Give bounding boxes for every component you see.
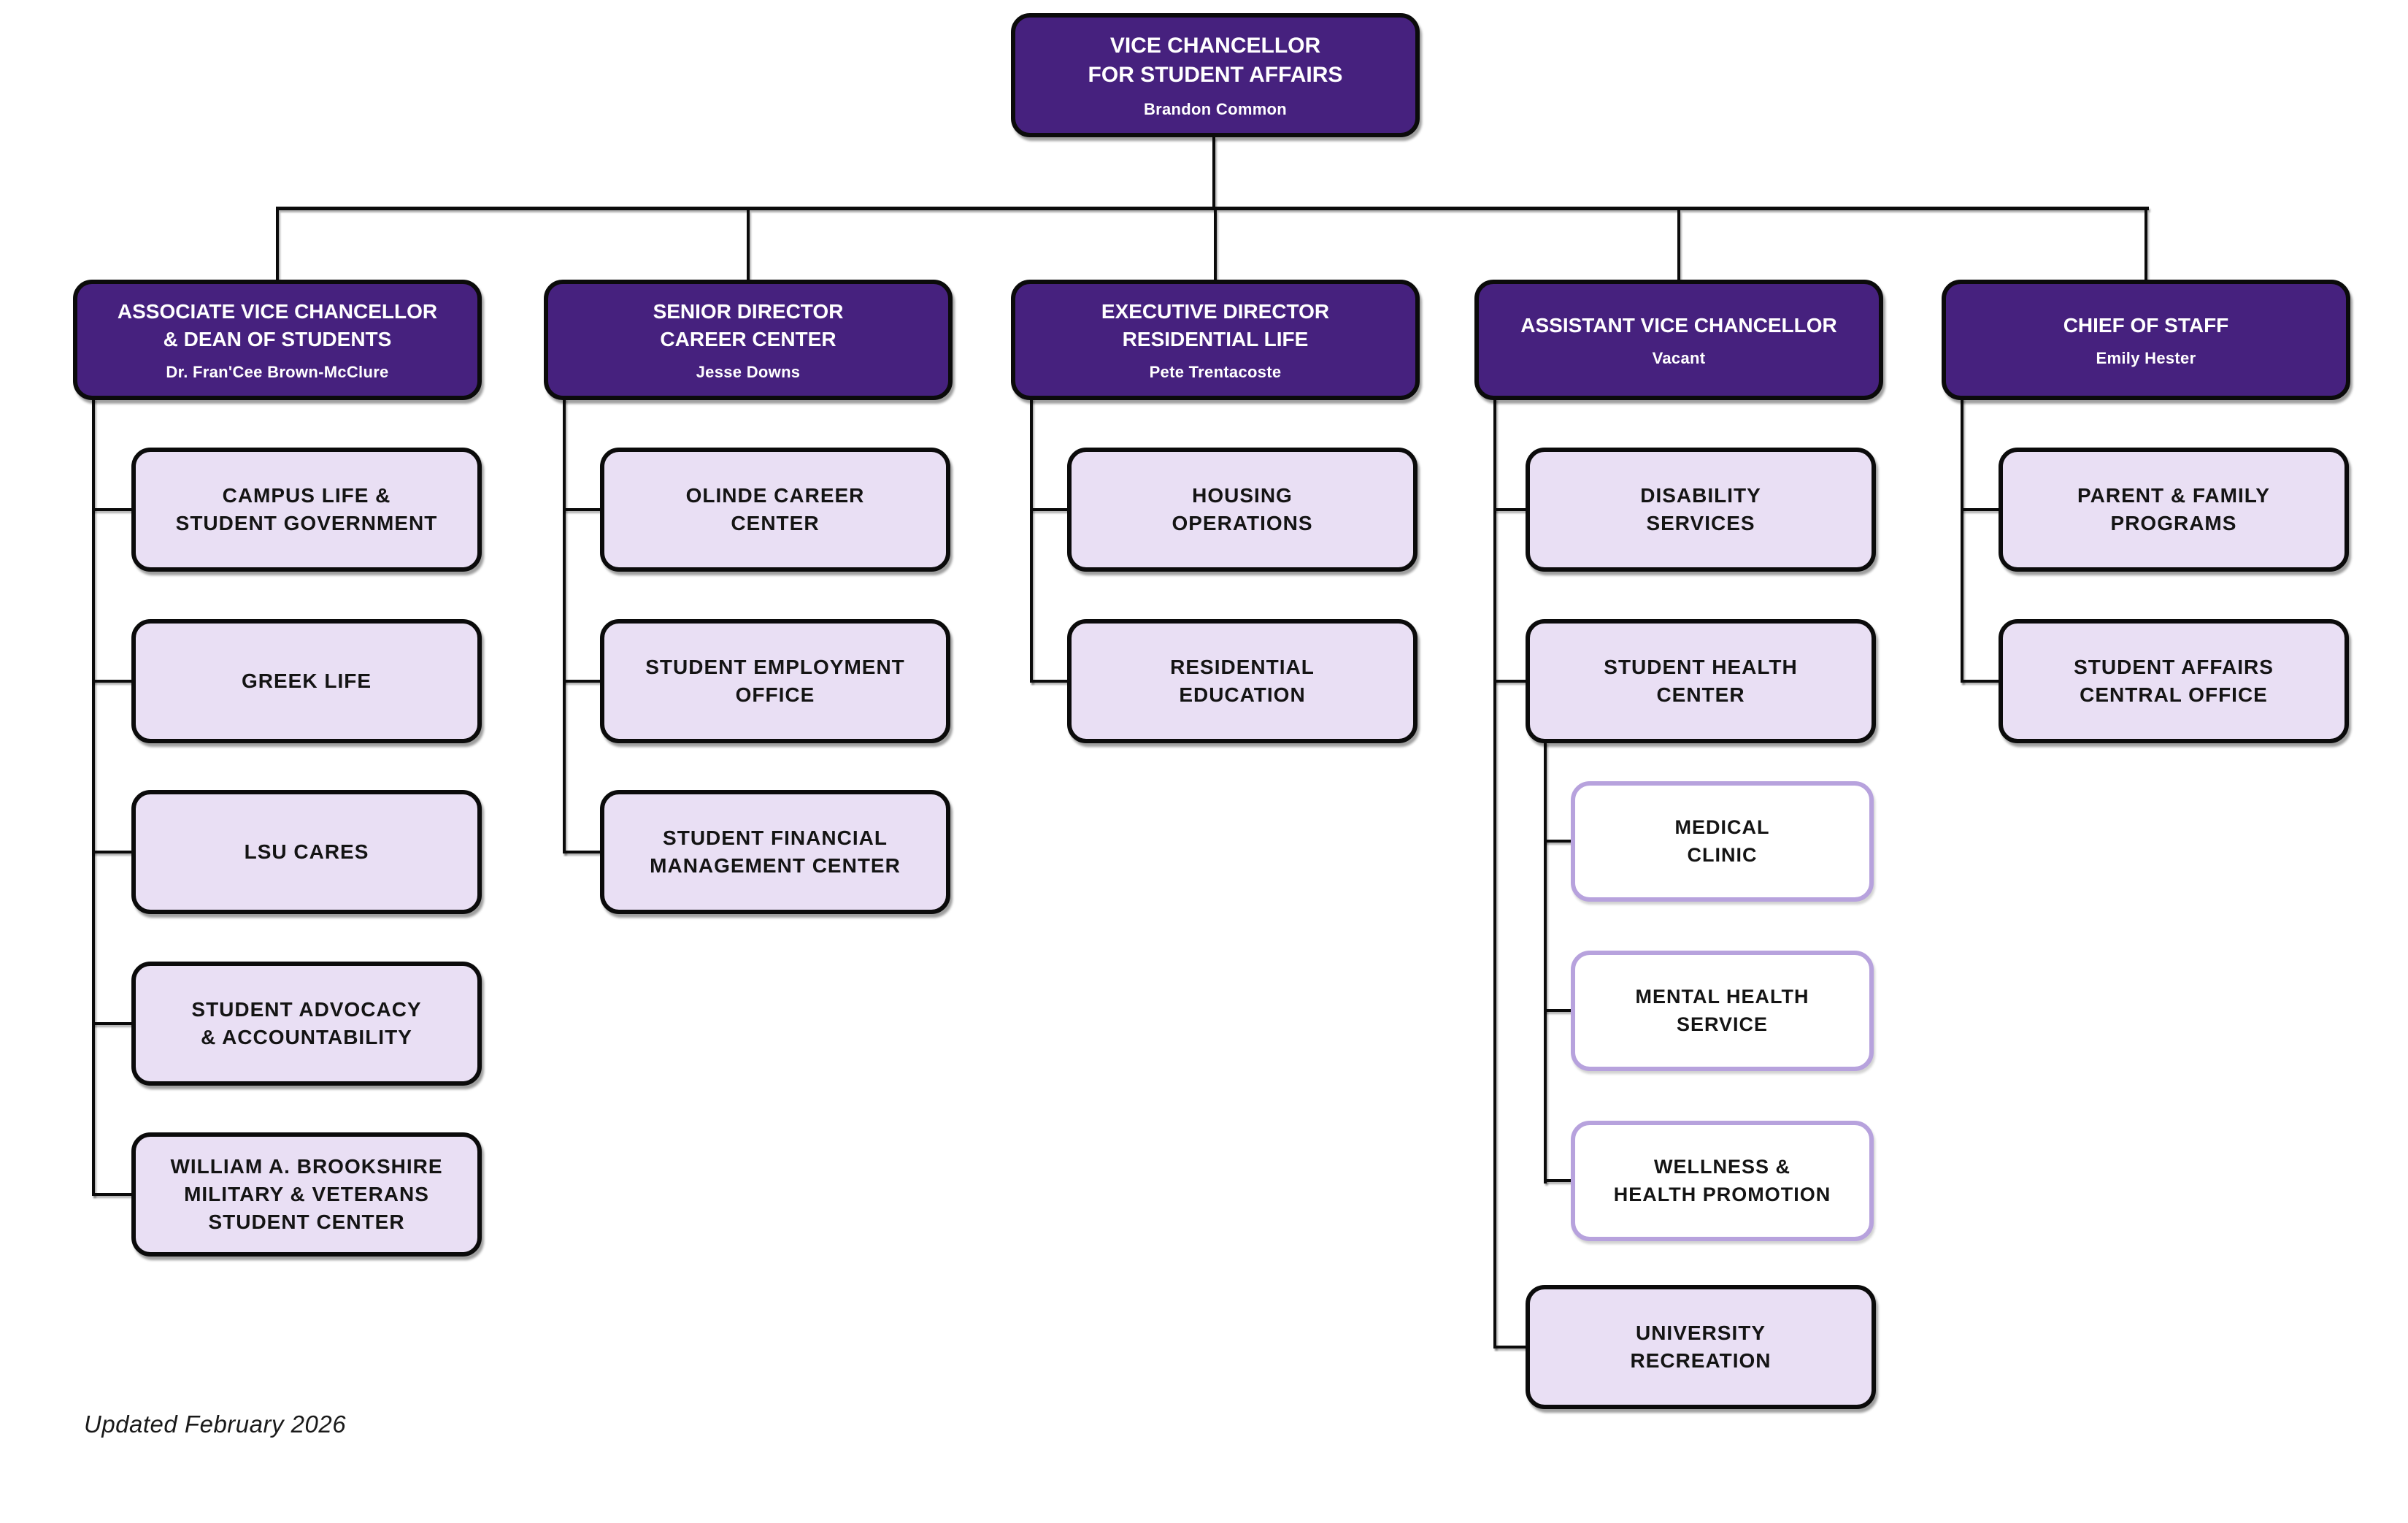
box-title: STUDENT EMPLOYMENT OFFICE (645, 655, 905, 706)
root-box-vice-chancellor: VICE CHANCELLOR FOR STUDENT AFFAIRS Bran… (1011, 13, 1420, 137)
box-title: GREEK LIFE (241, 669, 372, 692)
head-box-assistant-vice-chancellor: ASSISTANT VICE CHANCELLOR Vacant (1474, 280, 1883, 400)
connector-line (1544, 742, 1547, 1184)
box-title: LSU CARES (244, 840, 369, 863)
box-title: WILLIAM A. BROOKSHIRE MILITARY & VETERAN… (170, 1154, 443, 1234)
org-box-student-advocacy-accountability: STUDENT ADVOCACY & ACCOUNTABILITY (131, 962, 482, 1086)
box-title: RESIDENTIAL EDUCATION (1170, 655, 1315, 706)
connector-line (92, 398, 95, 1196)
connector-line (276, 210, 279, 280)
box-name: Pete Trentacoste (1149, 363, 1282, 382)
connector-line (1493, 398, 1496, 1349)
connector-line (92, 508, 133, 511)
box-name: Jesse Downs (696, 363, 801, 382)
connector-line (2144, 210, 2147, 280)
box-title: OLINDE CAREER CENTER (685, 483, 865, 534)
box-title: SENIOR DIRECTOR CAREER CENTER (653, 299, 844, 350)
connector-line (747, 210, 750, 280)
connector-line (1030, 508, 1069, 511)
org-box-student-employment-office: STUDENT EMPLOYMENT OFFICE (600, 619, 950, 743)
connector-line (563, 398, 566, 853)
org-box-greek-life: GREEK LIFE (131, 619, 482, 743)
org-box-lsu-cares: LSU CARES (131, 790, 482, 914)
box-title: MEDICAL CLINIC (1674, 816, 1770, 866)
org-box-housing-operations: HOUSING OPERATIONS (1067, 448, 1418, 572)
org-box-mental-health-service: MENTAL HEALTH SERVICE (1571, 951, 1874, 1071)
box-title: HOUSING OPERATIONS (1172, 483, 1313, 534)
org-box-parent-family-programs: PARENT & FAMILY PROGRAMS (1999, 448, 2349, 572)
box-title: VICE CHANCELLOR FOR STUDENT AFFAIRS (1088, 34, 1343, 87)
connector-line (92, 1193, 133, 1196)
org-box-disability-services: DISABILITY SERVICES (1526, 448, 1876, 572)
connector-line (1030, 398, 1033, 683)
connector-line (1493, 1346, 1527, 1349)
connector-line (1544, 1179, 1572, 1182)
connector-line (1030, 680, 1069, 683)
connector-line (563, 851, 601, 853)
box-title: PARENT & FAMILY PROGRAMS (2077, 483, 2270, 534)
org-box-residential-education: RESIDENTIAL EDUCATION (1067, 619, 1418, 743)
connector-line (92, 851, 133, 853)
head-box-senior-director-career-center: SENIOR DIRECTOR CAREER CENTER Jesse Down… (544, 280, 953, 400)
head-box-associate-vice-chancellor-dean-of-students: ASSOCIATE VICE CHANCELLOR & DEAN OF STUD… (73, 280, 482, 400)
org-box-student-financial-management-center: STUDENT FINANCIAL MANAGEMENT CENTER (600, 790, 950, 914)
head-box-chief-of-staff: CHIEF OF STAFF Emily Hester (1942, 280, 2350, 400)
org-box-university-recreation: UNIVERSITY RECREATION (1526, 1285, 1876, 1409)
box-title: MENTAL HEALTH SERVICE (1635, 986, 1809, 1035)
connector-line (1961, 680, 2000, 683)
box-name: Brandon Common (1143, 99, 1288, 118)
box-title: WELLNESS & HEALTH PROMOTION (1613, 1156, 1831, 1205)
head-box-executive-director-residential-life: EXECUTIVE DIRECTOR RESIDENTIAL LIFE Pete… (1011, 280, 1420, 400)
connector-line (92, 1022, 133, 1025)
connector-line (1212, 137, 1215, 210)
box-title: STUDENT ADVOCACY & ACCOUNTABILITY (191, 997, 422, 1048)
box-title: STUDENT AFFAIRS CENTRAL OFFICE (2074, 655, 2274, 706)
connector-line (1214, 210, 1217, 280)
box-name: Dr. Fran'Cee Brown-McClure (166, 363, 389, 382)
connector-line (1493, 508, 1527, 511)
box-title: ASSISTANT VICE CHANCELLOR (1520, 313, 1837, 337)
footer-updated-note: Updated February 2026 (84, 1411, 347, 1438)
connector-line (276, 207, 2149, 210)
box-title: EXECUTIVE DIRECTOR RESIDENTIAL LIFE (1101, 299, 1330, 350)
connector-line (1493, 680, 1527, 683)
org-box-student-affairs-central-office: STUDENT AFFAIRS CENTRAL OFFICE (1999, 619, 2349, 743)
box-title: STUDENT FINANCIAL MANAGEMENT CENTER (650, 826, 901, 877)
connector-line (1544, 1009, 1572, 1012)
org-box-campus-life-student-government: CAMPUS LIFE & STUDENT GOVERNMENT (131, 448, 482, 572)
connector-line (1544, 840, 1572, 843)
box-title: CAMPUS LIFE & STUDENT GOVERNMENT (175, 483, 438, 534)
org-box-wellness-health-promotion: WELLNESS & HEALTH PROMOTION (1571, 1121, 1874, 1241)
connector-line (1677, 210, 1680, 280)
org-box-brookshire-military-veterans-center: WILLIAM A. BROOKSHIRE MILITARY & VETERAN… (131, 1132, 482, 1257)
box-title: CHIEF OF STAFF (2063, 313, 2229, 337)
org-box-student-health-center: STUDENT HEALTH CENTER (1526, 619, 1876, 743)
box-title: ASSOCIATE VICE CHANCELLOR & DEAN OF STUD… (117, 299, 438, 350)
box-title: DISABILITY SERVICES (1640, 483, 1761, 534)
connector-line (1961, 508, 2000, 511)
connector-line (563, 508, 601, 511)
connector-line (92, 680, 133, 683)
connector-line (563, 680, 601, 683)
box-title: UNIVERSITY RECREATION (1630, 1321, 1772, 1372)
org-box-olinde-career-center: OLINDE CAREER CENTER (600, 448, 950, 572)
box-name: Emily Hester (2096, 349, 2196, 368)
box-title: STUDENT HEALTH CENTER (1604, 655, 1798, 706)
org-box-medical-clinic: MEDICAL CLINIC (1571, 781, 1874, 902)
box-name: Vacant (1652, 349, 1706, 368)
connector-line (1961, 398, 1963, 683)
